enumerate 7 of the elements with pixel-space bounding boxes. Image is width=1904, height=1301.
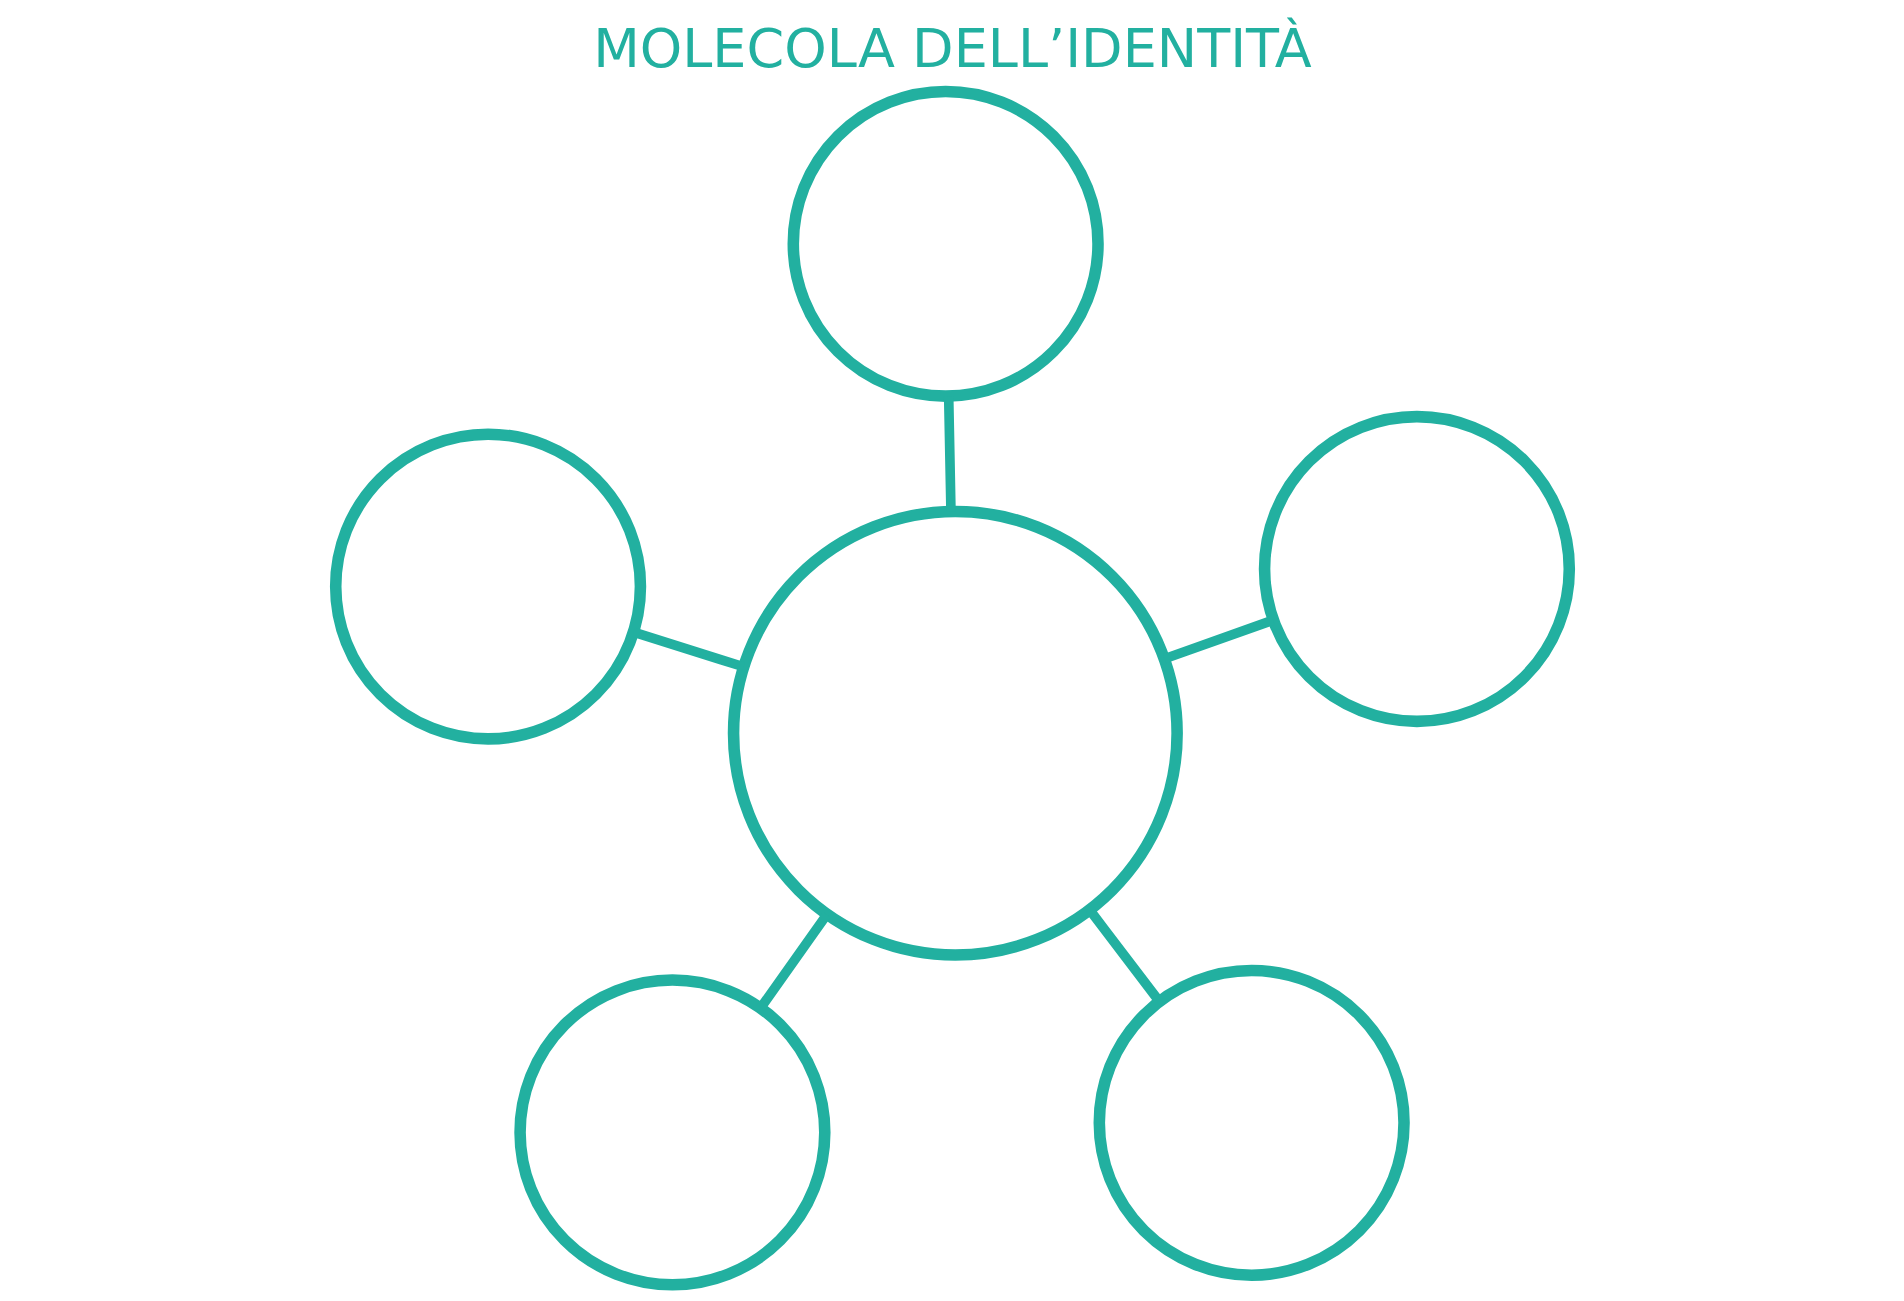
diagram-title: MOLECOLA DELL’IDENTITÀ — [592, 17, 1312, 81]
node-circle — [787, 85, 1104, 402]
node-circle — [1093, 964, 1410, 1281]
node-circle — [727, 505, 1183, 961]
node-circle — [329, 428, 646, 745]
node-circle — [513, 974, 831, 1291]
node-circle — [1258, 410, 1575, 728]
